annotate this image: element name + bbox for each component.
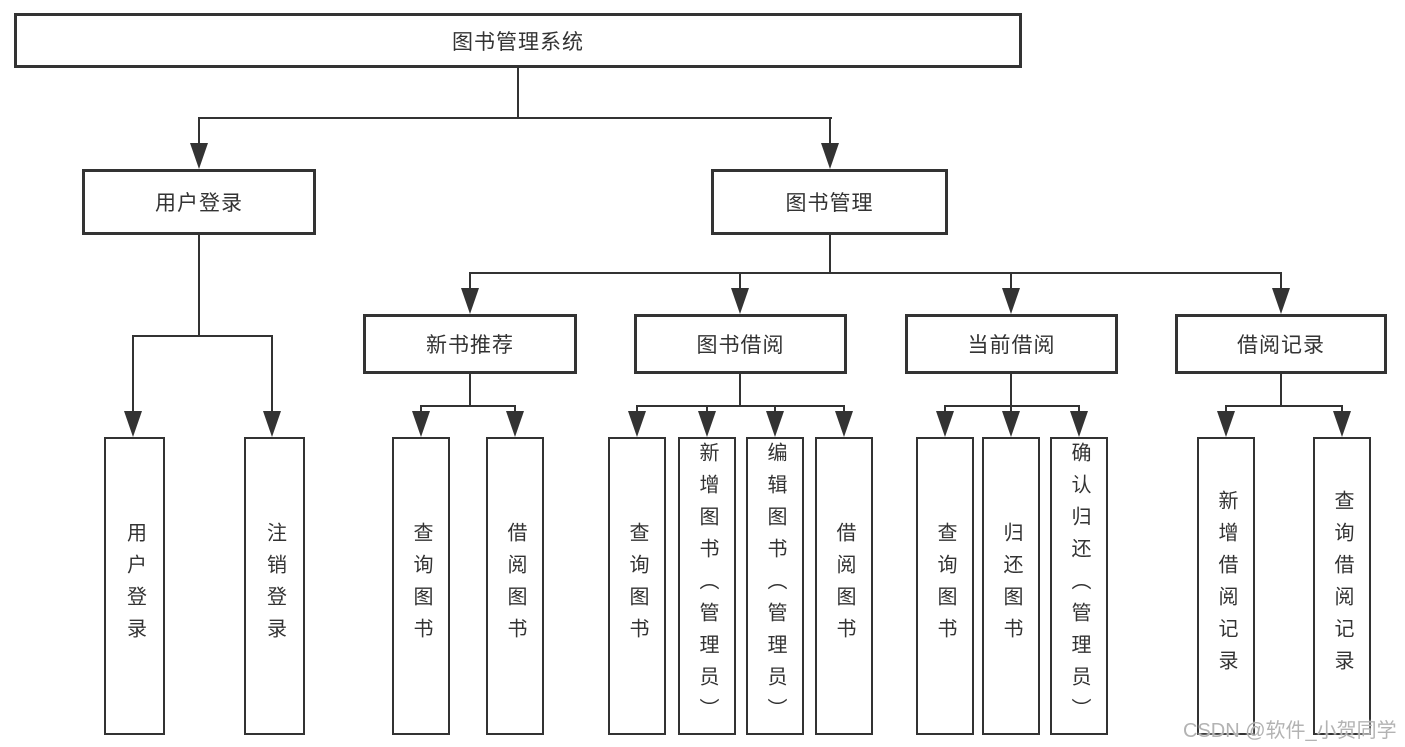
connector-line bbox=[1280, 272, 1282, 292]
node-edit-book-admin: 编辑图书（管理员） bbox=[746, 437, 804, 735]
connector-line bbox=[198, 117, 200, 149]
node-library-system: 图书管理系统 bbox=[14, 13, 1022, 68]
node-label: 图书管理系统 bbox=[452, 30, 584, 54]
node-add-book-admin: 新增图书（管理员） bbox=[678, 437, 736, 735]
arrow-down-icon bbox=[1333, 411, 1351, 437]
connector-line bbox=[271, 335, 273, 415]
connector-line bbox=[636, 405, 845, 407]
node-label: 图书管理 bbox=[785, 192, 874, 215]
connector-line bbox=[739, 272, 741, 292]
arrow-down-icon bbox=[461, 288, 479, 314]
node-label: 查询图书 bbox=[410, 522, 432, 650]
connector-line bbox=[469, 374, 471, 407]
connector-line bbox=[517, 68, 519, 118]
node-label: 编辑图书（管理员） bbox=[764, 442, 786, 730]
connector-line bbox=[1225, 405, 1343, 407]
arrow-down-icon bbox=[1070, 411, 1088, 437]
node-borrowing-records: 借阅记录 bbox=[1175, 314, 1387, 374]
connector-line bbox=[469, 272, 1282, 274]
node-label: 查询借阅记录 bbox=[1331, 490, 1353, 682]
node-label: 借阅记录 bbox=[1237, 334, 1325, 357]
node-query-book: 查询图书 bbox=[392, 437, 450, 735]
connector-line bbox=[198, 235, 200, 337]
connector-line bbox=[132, 335, 273, 337]
node-return-book: 归还图书 bbox=[982, 437, 1040, 735]
node-query-book: 查询图书 bbox=[608, 437, 666, 735]
node-label: 用户登录 bbox=[155, 192, 243, 215]
node-current-borrowing: 当前借阅 bbox=[905, 314, 1118, 374]
arrow-down-icon bbox=[190, 143, 208, 169]
node-user-login-leaf: 用户登录 bbox=[104, 437, 165, 735]
node-add-borrow-record: 新增借阅记录 bbox=[1197, 437, 1255, 735]
node-borrow-book: 借阅图书 bbox=[815, 437, 873, 735]
node-label: 图书借阅 bbox=[696, 334, 785, 357]
node-label: 新书推荐 bbox=[426, 334, 514, 357]
connector-line bbox=[420, 405, 516, 407]
arrow-down-icon bbox=[821, 143, 839, 169]
node-borrow-book: 借阅图书 bbox=[486, 437, 544, 735]
arrow-down-icon bbox=[731, 288, 749, 314]
node-label: 当前借阅 bbox=[967, 334, 1056, 357]
arrow-down-icon bbox=[628, 411, 646, 437]
connector-line bbox=[1010, 374, 1012, 407]
node-query-borrow-record: 查询借阅记录 bbox=[1313, 437, 1371, 735]
arrow-down-icon bbox=[263, 411, 281, 437]
arrow-down-icon bbox=[1217, 411, 1235, 437]
node-query-book: 查询图书 bbox=[916, 437, 974, 735]
node-new-book-recommend: 新书推荐 bbox=[363, 314, 577, 374]
arrow-down-icon bbox=[1272, 288, 1290, 314]
arrow-down-icon bbox=[936, 411, 954, 437]
connector-line bbox=[739, 374, 741, 407]
csdn-watermark: CSDN @软件_小贺同学 bbox=[1183, 720, 1397, 742]
node-label: 确认归还（管理员） bbox=[1068, 442, 1090, 730]
node-book-borrowing: 图书借阅 bbox=[634, 314, 847, 374]
node-confirm-return-admin: 确认归还（管理员） bbox=[1050, 437, 1108, 735]
arrow-down-icon bbox=[835, 411, 853, 437]
connector-line bbox=[469, 272, 471, 292]
node-label: 查询图书 bbox=[626, 522, 648, 650]
arrow-down-icon bbox=[766, 411, 784, 437]
connector-line bbox=[1280, 374, 1282, 407]
node-label: 借阅图书 bbox=[833, 522, 855, 650]
connector-line bbox=[132, 335, 134, 415]
connector-line bbox=[829, 117, 831, 149]
connector-line bbox=[1010, 272, 1012, 292]
arrow-down-icon bbox=[698, 411, 716, 437]
connector-line bbox=[944, 405, 1080, 407]
node-label: 查询图书 bbox=[934, 522, 956, 650]
node-logout: 注销登录 bbox=[244, 437, 305, 735]
arrow-down-icon bbox=[1002, 411, 1020, 437]
arrow-down-icon bbox=[506, 411, 524, 437]
node-label: 新增图书（管理员） bbox=[696, 442, 718, 730]
arrow-down-icon bbox=[412, 411, 430, 437]
node-label: 归还图书 bbox=[1000, 522, 1022, 650]
arrow-down-icon bbox=[1002, 288, 1020, 314]
arrow-down-icon bbox=[124, 411, 142, 437]
node-user-login: 用户登录 bbox=[82, 169, 316, 235]
node-book-management: 图书管理 bbox=[711, 169, 948, 235]
connector-line bbox=[829, 235, 831, 274]
node-label: 借阅图书 bbox=[504, 522, 526, 650]
node-label: 新增借阅记录 bbox=[1215, 490, 1237, 682]
node-label: 注销登录 bbox=[263, 522, 286, 650]
node-label: 用户登录 bbox=[123, 522, 146, 650]
connector-line bbox=[198, 117, 832, 119]
